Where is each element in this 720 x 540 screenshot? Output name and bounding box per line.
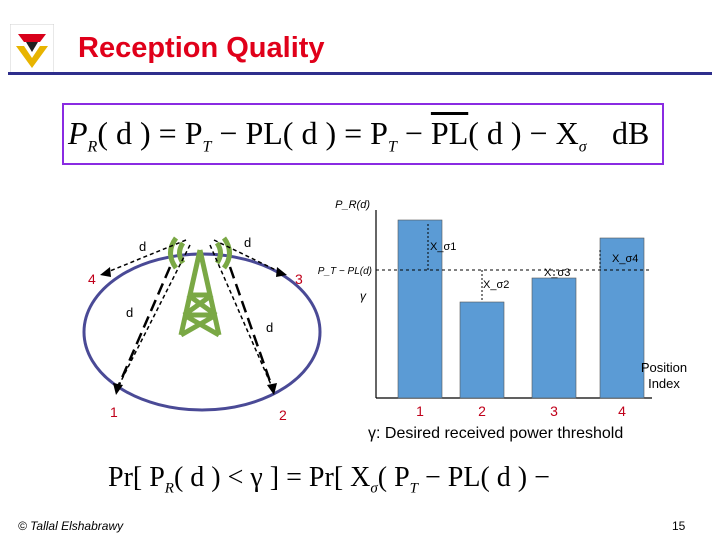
title-underline xyxy=(8,72,712,75)
formula-text: PR( d ) = PT − PL( d ) = PT − PL( d ) − … xyxy=(68,115,587,156)
slide-title: Reception Quality xyxy=(78,32,325,65)
distance-label: d xyxy=(244,235,251,250)
position-label: 2 xyxy=(279,407,287,423)
deviation-label: X_σ1 xyxy=(430,241,456,253)
threshold-caption: γ: Desired received power threshold xyxy=(368,425,623,443)
deviation-label: X_σ4 xyxy=(612,253,638,265)
deviation-label: X_σ3 xyxy=(544,267,570,279)
bar xyxy=(532,278,576,398)
distance-label: d xyxy=(139,239,146,254)
x-axis-caption: Position Index xyxy=(628,360,700,392)
bar xyxy=(460,302,504,398)
tower-diagram: d d d d 4 3 1 2 xyxy=(0,195,340,435)
page-number: 15 xyxy=(672,519,685,533)
university-logo xyxy=(10,24,54,74)
x-tick-label: 4 xyxy=(618,403,626,419)
position-label: 4 xyxy=(88,271,96,287)
position-label: 1 xyxy=(110,404,118,420)
x-tick-label: 3 xyxy=(550,403,558,419)
y-axis-label: P_R(d) xyxy=(335,199,370,211)
x-tick-label: 1 xyxy=(416,403,424,419)
distance-label: d xyxy=(126,305,133,320)
threshold-label: γ xyxy=(360,289,367,303)
x-tick-label: 2 xyxy=(478,403,486,419)
formula-unit: dB xyxy=(612,115,649,152)
footer-credit: © Tallal Elshabrawy xyxy=(18,519,123,533)
deviation-label: X_σ2 xyxy=(483,279,509,291)
received-power-formula: PR( d ) = PT − PL( d ) = PT − PL( d ) − … xyxy=(62,103,664,165)
tower-icon xyxy=(171,238,230,335)
mean-level-label: P_T − PL(d) xyxy=(318,266,372,277)
outage-probability-formula: Pr[ PR( d ) < γ ] = Pr[ Xσ( PT − PL( d )… xyxy=(108,462,550,498)
distance-label: d xyxy=(266,320,273,335)
